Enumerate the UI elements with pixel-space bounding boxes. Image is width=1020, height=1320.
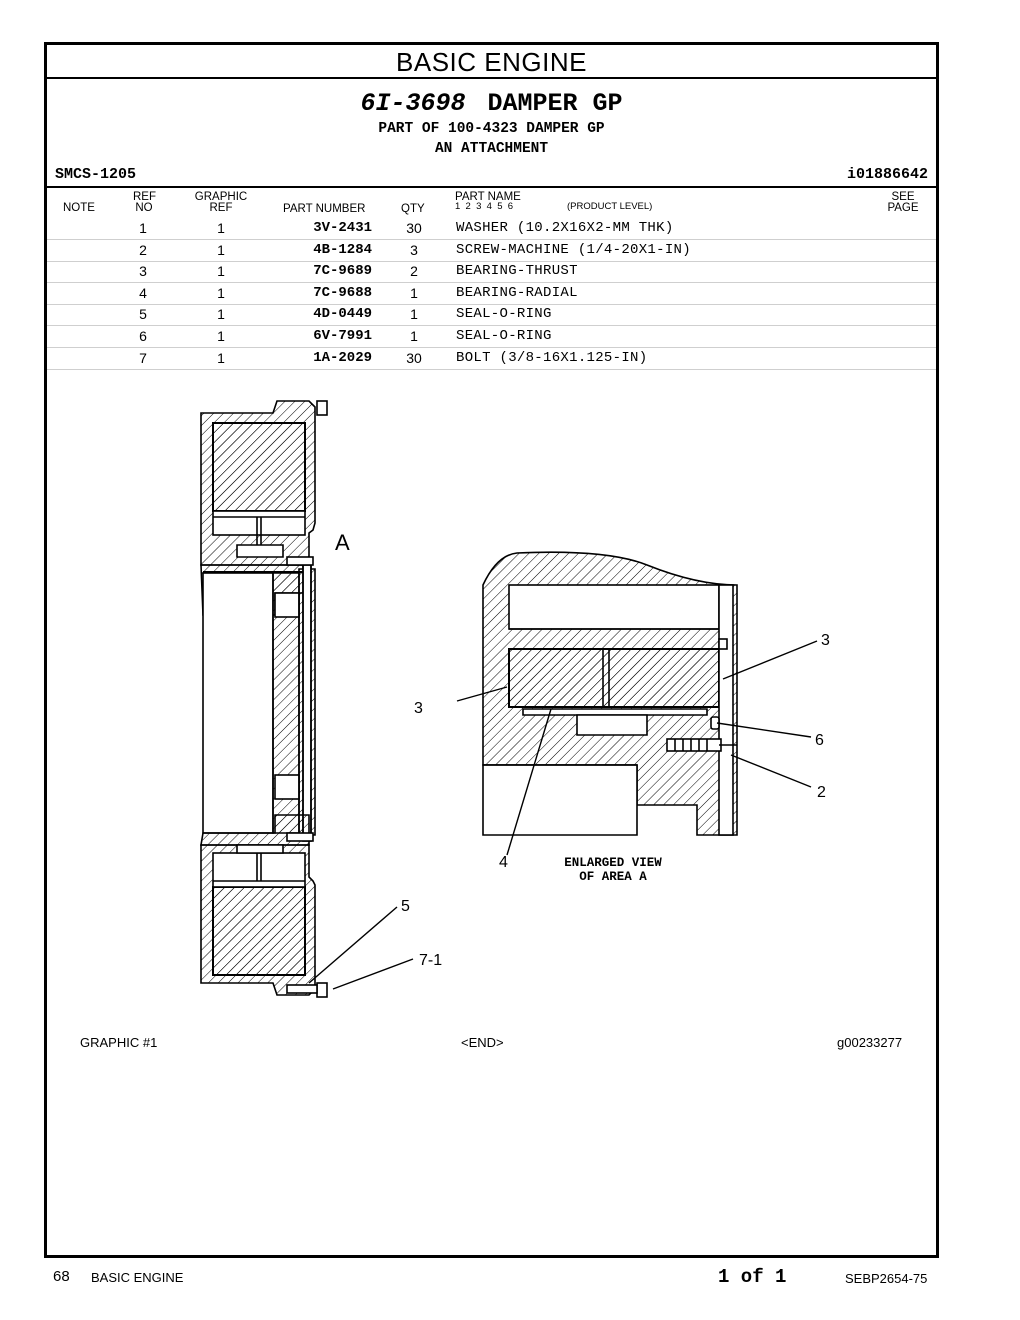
part-of-line: PART OF 100-4323 DAMPER GP (378, 121, 605, 137)
end-label: <END> (461, 1035, 504, 1050)
table-row: 6 1 6V-7991 1 SEAL-O-RING (47, 326, 936, 348)
enlarged-caption-line2: OF AREA A (579, 870, 647, 884)
footer-document-number: SEBP2654-75 (845, 1271, 928, 1286)
callout-4: 4 (499, 854, 508, 871)
group-name: DAMPER GP (487, 89, 623, 118)
header-see-top: SEE (891, 191, 915, 203)
hub-bore (202, 572, 274, 834)
part-name-cell: BOLT (3/8-16X1.125-IN) (456, 349, 648, 366)
table-row: 3 1 7C-9689 2 BEARING-THRUST (47, 261, 936, 284)
thrust-ring-top (212, 422, 306, 512)
part-number-cell: 1A-2029 (313, 349, 372, 366)
callout-3-right: 3 (821, 632, 830, 649)
enlarged-ring-upper (508, 584, 720, 630)
header-levels: 1 2 3 4 5 6 (455, 201, 514, 212)
graphic-label: GRAPHIC #1 (80, 1035, 158, 1050)
callout-2: 2 (817, 784, 826, 801)
part-number-cell: 7C-9689 (313, 263, 372, 280)
enlarged-ring (508, 648, 720, 708)
enlarged-section (482, 551, 738, 836)
ref-number-cell: 6 (139, 328, 147, 344)
header-ref-bottom: NO (135, 202, 153, 214)
header-qty: QTY (401, 203, 425, 215)
ref-number-cell: 3 (139, 263, 147, 280)
enlarged-caption: ENLARGED VIEW OF AREA A (564, 856, 662, 884)
quantity-cell: 30 (406, 349, 422, 366)
callout-6: 6 (815, 732, 824, 749)
graphic-ref-cell: 1 (217, 349, 225, 366)
part-name-cell: SEAL-O-RING (456, 306, 552, 323)
document-ident: i01886642 (846, 166, 928, 183)
header-graphic-top: GRAPHIC (194, 191, 248, 203)
section-title: BASIC ENGINE (47, 45, 936, 79)
part-number-cell: 6V-7991 (313, 328, 372, 344)
header-separator (47, 186, 936, 188)
footer-section: BASIC ENGINE (91, 1270, 184, 1285)
view-label-a: A (335, 530, 350, 555)
footer-page-of: 1 of 1 (718, 1266, 787, 1288)
group-titles: 6I-3698 DAMPER GP PART OF 100-4323 DAMPER… (47, 89, 936, 159)
table-row: 4 1 7C-9688 1 BEARING-RADIAL (47, 283, 936, 305)
group-part-number: 6I-3698 (360, 89, 466, 118)
ref-number-cell: 4 (139, 284, 147, 301)
quantity-cell: 3 (410, 241, 418, 258)
header-graphic-bottom: REF (209, 202, 233, 214)
footer-page-number: 68 (53, 1268, 70, 1285)
callout-7-1: 7-1 (419, 952, 442, 969)
header-see-bottom: PAGE (887, 202, 919, 214)
ref-number-cell: 2 (139, 241, 147, 258)
part-name-cell: SEAL-O-RING (456, 328, 552, 344)
ref-number-cell: 5 (139, 306, 147, 323)
enlarged-caption-line1: ENLARGED VIEW (564, 856, 662, 870)
smcs-code: SMCS-1205 (55, 166, 137, 183)
graphic-id: g00233277 (837, 1035, 903, 1050)
graphic-ref-cell: 1 (217, 306, 225, 323)
group-title-line: 6I-3698 DAMPER GP (47, 89, 936, 119)
graphic-ref-cell: 1 (217, 284, 225, 301)
callout-labels: 3 3 6 2 4 5 7-1 (401, 632, 830, 969)
header-part-name: PART NAME (455, 191, 521, 203)
table-row: 2 1 4B-1284 3 SCREW-MACHINE (1/4-20X1-IN) (47, 240, 936, 262)
graphic-ref-cell: 1 (217, 220, 225, 236)
quantity-cell: 2 (410, 263, 418, 280)
part-number-cell: 4D-0449 (313, 306, 372, 323)
part-name-cell: BEARING-THRUST (456, 263, 578, 280)
damper-drawing: A (200, 400, 830, 998)
table-row: 1 1 3V-2431 30 WASHER (10.2X16X2-MM THK) (47, 218, 936, 240)
quantity-cell: 1 (410, 284, 418, 301)
callout-5: 5 (401, 898, 410, 915)
ref-number-cell: 1 (139, 220, 147, 236)
part-name-cell: BEARING-RADIAL (456, 284, 578, 301)
quantity-cell: 1 (410, 328, 418, 344)
table-row: 5 1 4D-0449 1 SEAL-O-RING (47, 304, 936, 327)
header-product-level: (PRODUCT LEVEL) (567, 201, 653, 212)
table-row: 7 1 1A-2029 30 BOLT (3/8-16X1.125-IN) (47, 348, 936, 370)
graphic-ref-cell: 1 (217, 328, 225, 344)
page-frame: BASIC ENGINE 6I-3698 DAMPER GP PART OF 10… (44, 42, 939, 1258)
main-section (200, 400, 328, 998)
quantity-cell: 30 (406, 220, 422, 236)
quantity-cell: 1 (410, 306, 418, 323)
graphic-ref-cell: 1 (217, 241, 225, 258)
part-name-cell: WASHER (10.2X16X2-MM THK) (456, 220, 674, 236)
attachment-line: AN ATTACHMENT (434, 141, 549, 157)
part-number-cell: 4B-1284 (313, 241, 372, 258)
thrust-ring-bottom (212, 886, 306, 976)
callout-3-left: 3 (414, 700, 423, 717)
ref-number-cell: 7 (139, 349, 147, 366)
part-name-cell: SCREW-MACHINE (1/4-20X1-IN) (456, 241, 691, 258)
header-ref-top: REF (133, 191, 156, 203)
leader-lines (308, 640, 818, 990)
header-part-number: PART NUMBER (283, 203, 366, 215)
part-number-cell: 3V-2431 (313, 220, 372, 236)
header-note: NOTE (63, 202, 95, 214)
graphic-ref-cell: 1 (217, 263, 225, 280)
part-number-cell: 7C-9688 (313, 284, 372, 301)
